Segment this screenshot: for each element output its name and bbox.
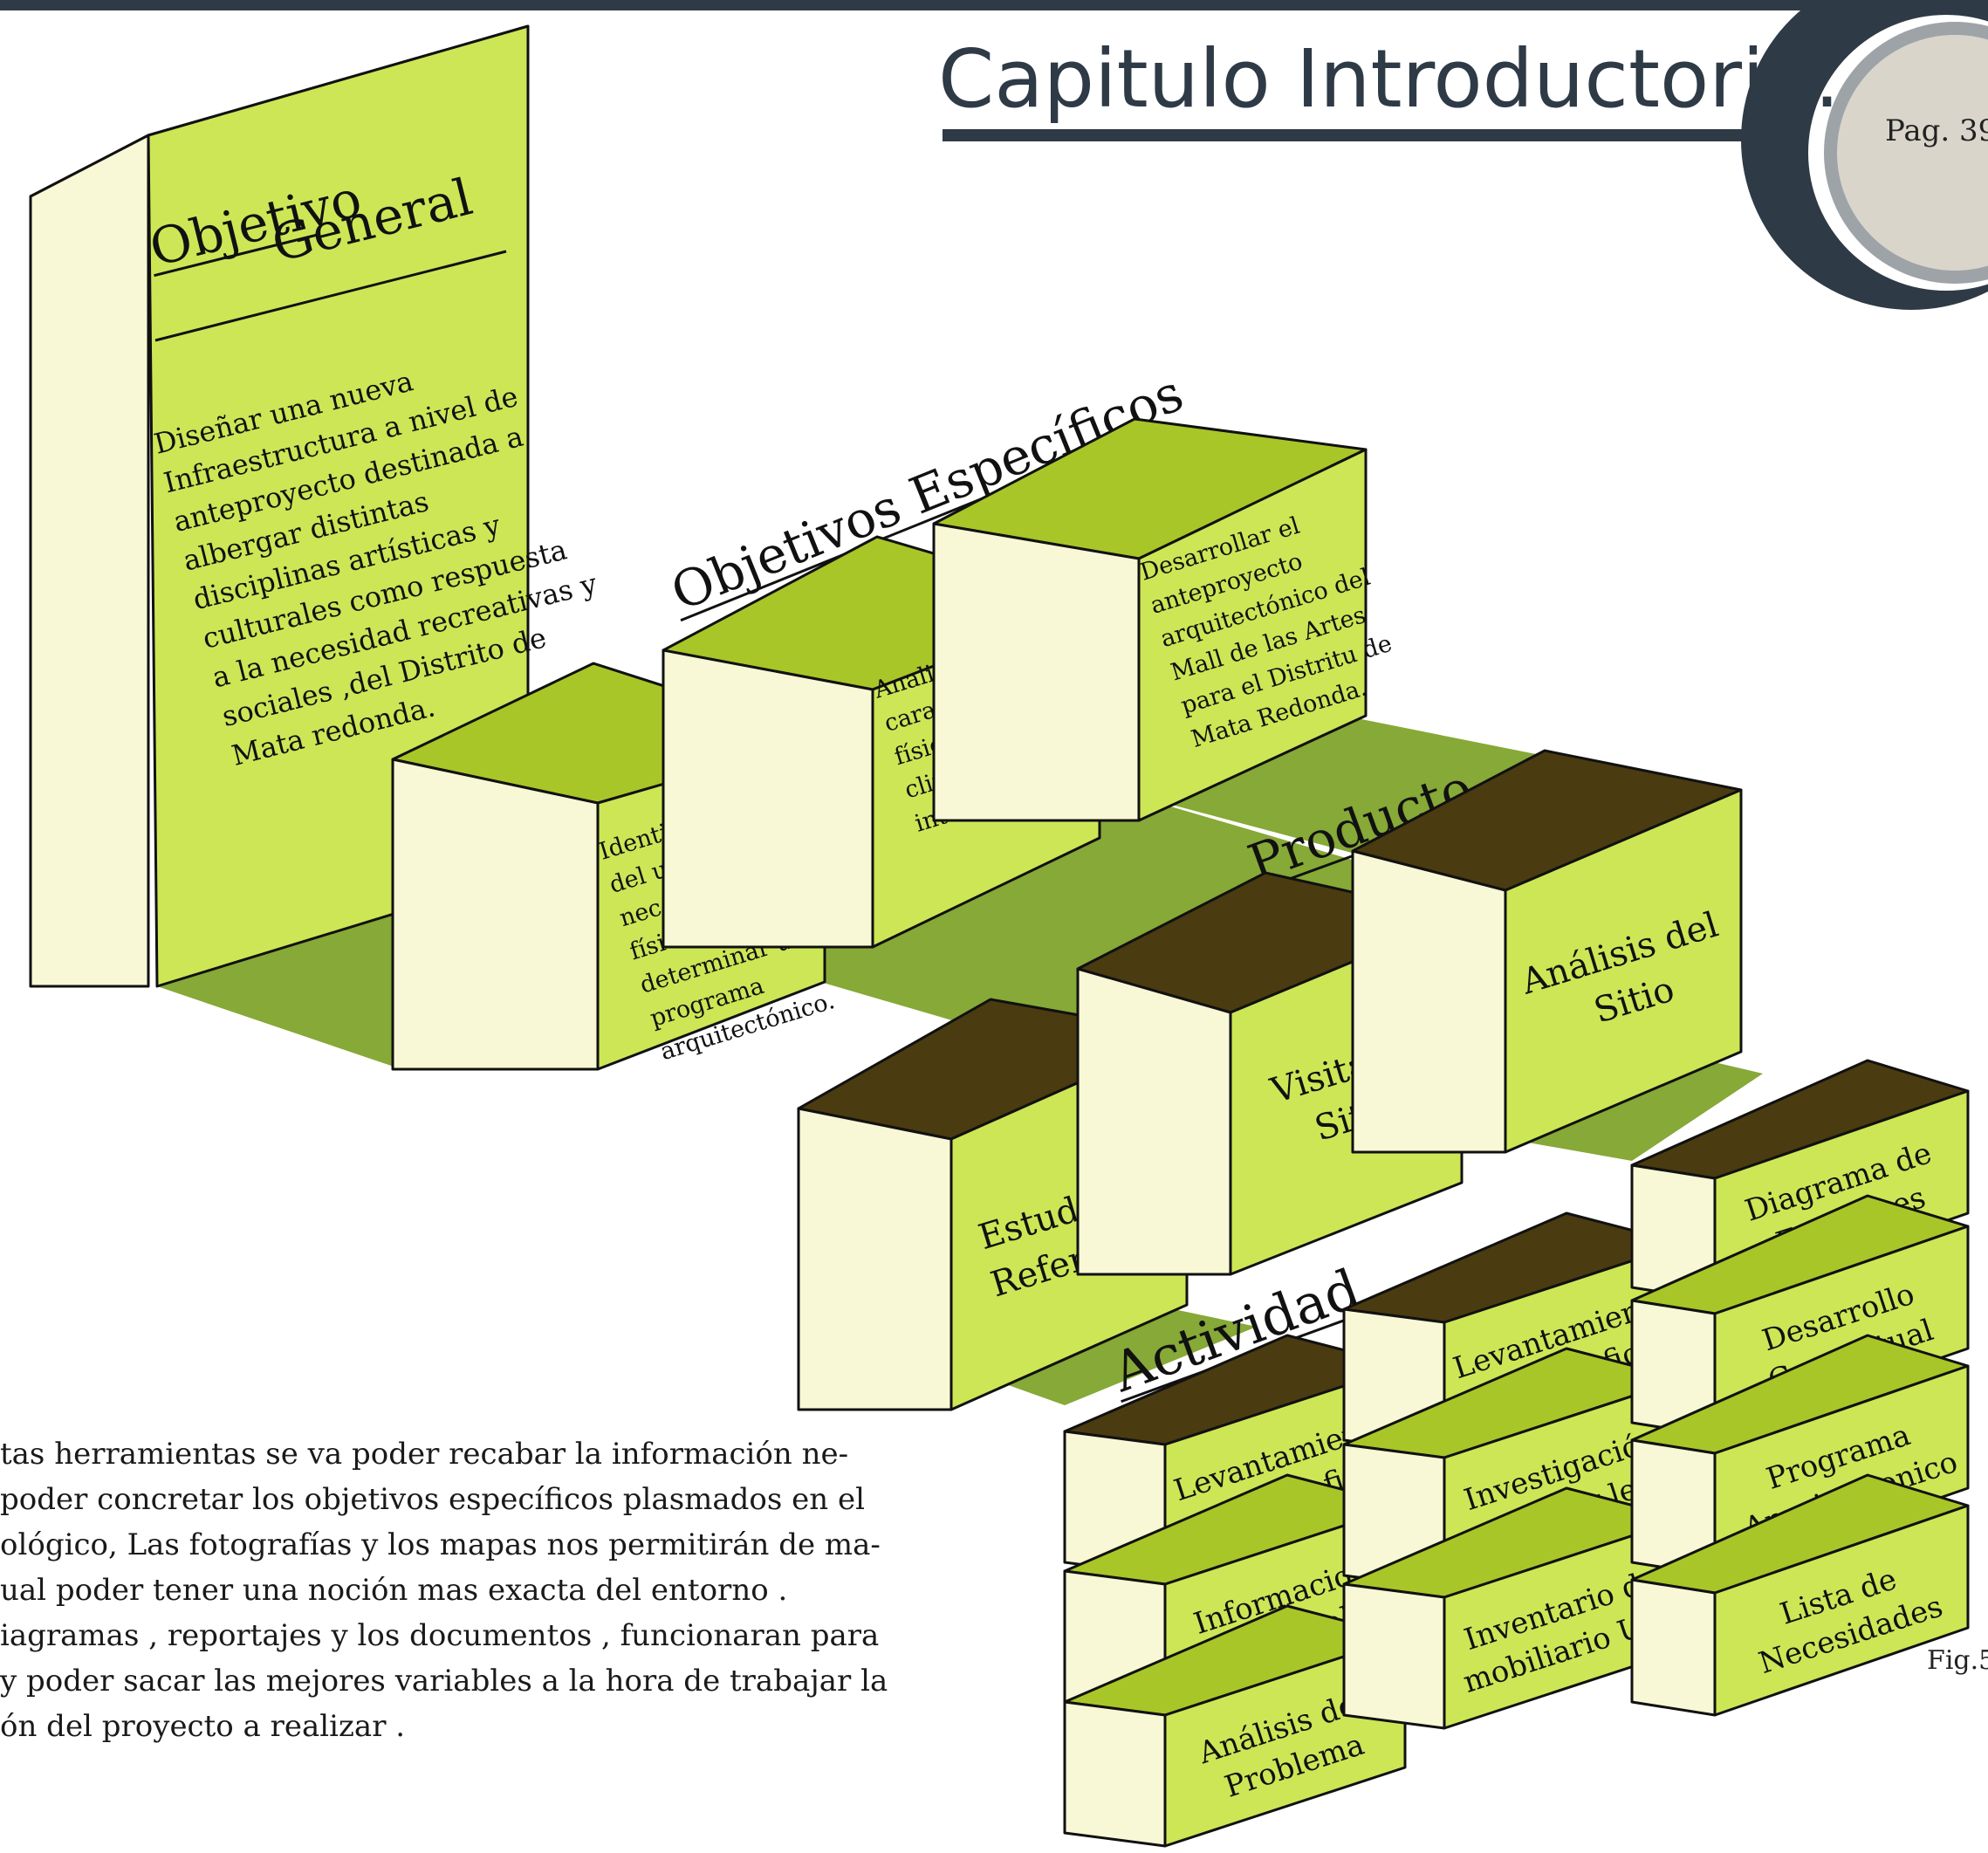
page-title: Capitulo Introductorio: xyxy=(938,32,1841,126)
box-side xyxy=(1076,967,1232,1276)
objetivo-especifico-box: Desarrollar elanteproyectoarquitectónico… xyxy=(932,417,1395,822)
title-underline xyxy=(943,129,1754,141)
box-side xyxy=(29,134,150,988)
box-side xyxy=(932,522,1141,822)
figure-label: Fig.5 xyxy=(1927,1645,1988,1676)
box-side xyxy=(1630,1578,1717,1717)
body-line: ón del proyecto a realizar . xyxy=(0,1709,406,1744)
objetivo-general-heading-1-underline xyxy=(154,233,319,278)
heading-divider xyxy=(154,250,507,342)
body-line: ual poder tener una noción mas exacta de… xyxy=(0,1573,788,1608)
body-line: tas herramientas se va poder recabar la … xyxy=(0,1437,849,1472)
box-side xyxy=(1351,849,1507,1154)
box-side xyxy=(662,649,874,949)
box-side xyxy=(797,1107,953,1411)
body-line: ológico, Las fotografías y los mapas nos… xyxy=(0,1527,881,1562)
body-paragraph: tas herramientas se va poder recabar la … xyxy=(0,1431,888,1749)
box-side xyxy=(391,758,600,1071)
page-badge xyxy=(1741,0,1988,310)
box-front xyxy=(1504,788,1743,1154)
top-bar xyxy=(0,0,1988,10)
box-front xyxy=(1137,448,1368,822)
box-side xyxy=(1063,1700,1167,1848)
actividad-box: Lista deNecesidades xyxy=(1630,1473,1970,1717)
box-front xyxy=(1713,1504,1970,1717)
body-line: iagramas , reportajes y los documentos ,… xyxy=(0,1618,880,1653)
producto-box: Análisis delSitio xyxy=(1351,749,1743,1154)
page-number: Pag. 39 xyxy=(1885,113,1988,148)
box-side xyxy=(1342,1582,1446,1730)
body-line: y poder sacar las mejores variables a la… xyxy=(0,1664,888,1699)
body-line: poder concretar los objetivos específico… xyxy=(0,1482,865,1517)
